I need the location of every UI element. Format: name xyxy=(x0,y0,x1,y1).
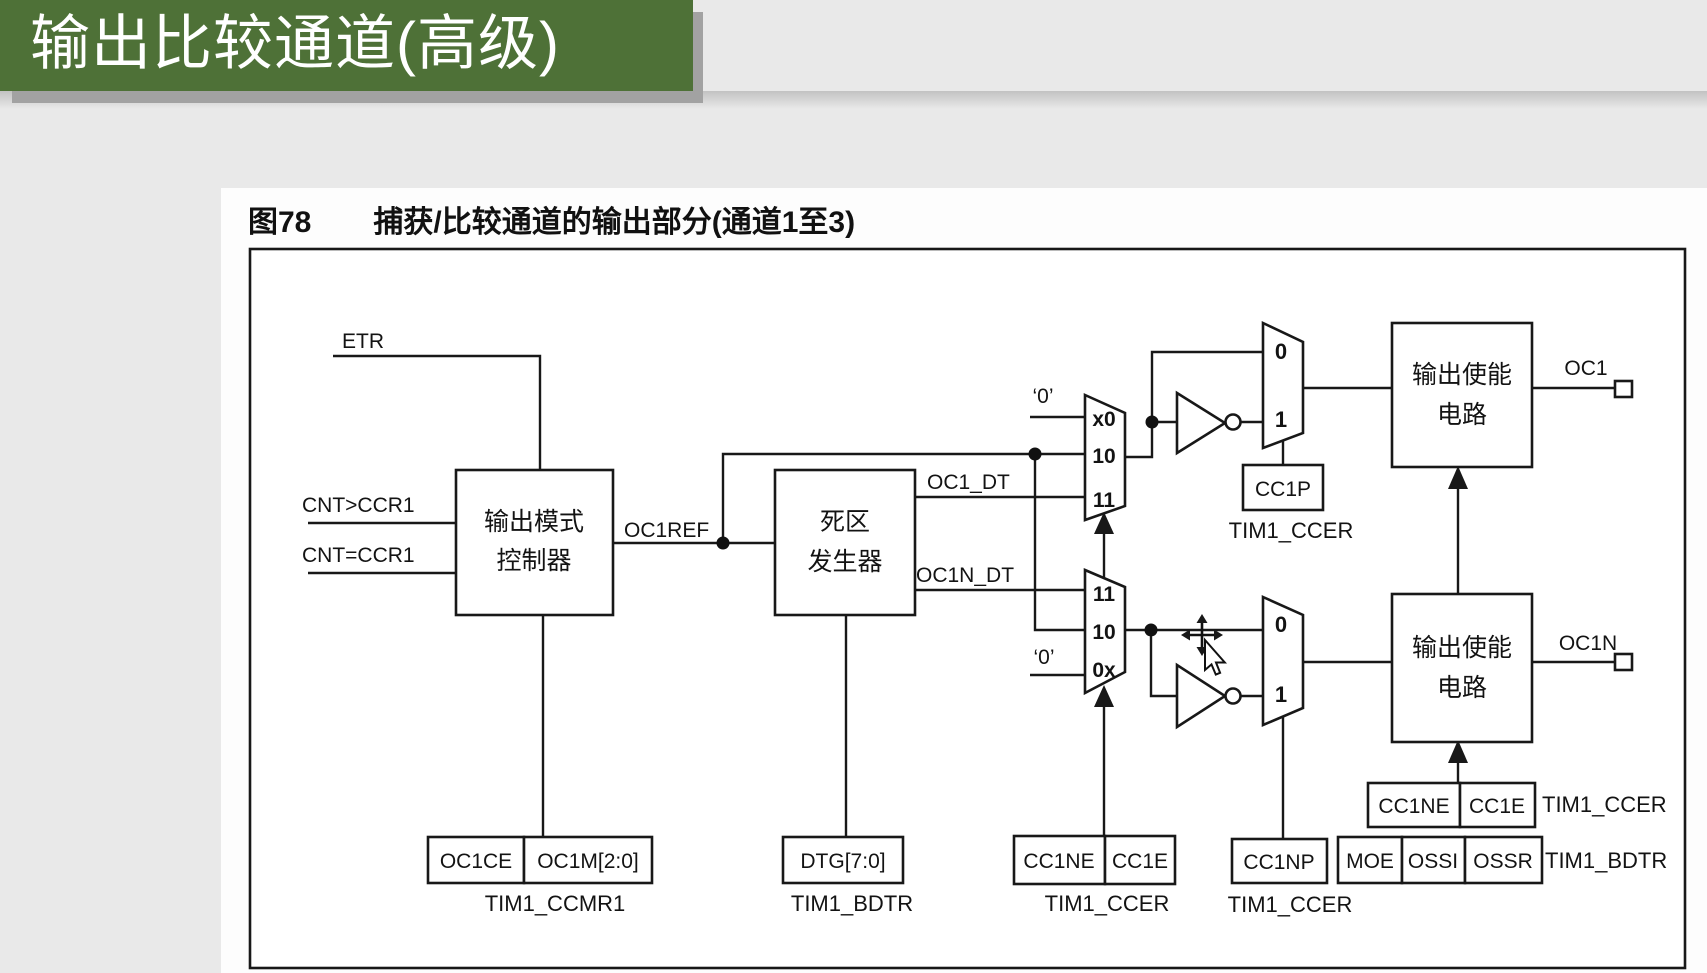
output-enable-bottom-label-1: 输出使能 xyxy=(1412,634,1512,662)
cc1p-bit-label: CC1P xyxy=(1255,478,1311,501)
wire-oc1ref-to-mux-bottom xyxy=(1033,454,1085,632)
mux-top-input-x0: x0 xyxy=(1092,408,1115,431)
figure-title: 捕获/比较通道的输出部分(通道1至3) xyxy=(373,206,856,239)
wire-mux-top-out xyxy=(1125,350,1263,459)
cc1e-right-bit-box xyxy=(1458,781,1537,829)
moe-bit-label: MOE xyxy=(1346,850,1394,873)
tim1-ccer-cc1np-label: TIM1_CCER xyxy=(1228,892,1353,917)
pointer-arrow-icon xyxy=(1204,637,1228,676)
selector-top xyxy=(1261,320,1305,450)
junction-mux-top-out xyxy=(1145,415,1159,429)
cc1e-right-bit-label: CC1E xyxy=(1469,795,1525,818)
cc1e-mid-bit-box xyxy=(1103,834,1177,886)
output-mode-controller-box xyxy=(454,468,615,617)
zero-top-label: ‘0’ xyxy=(1032,385,1053,408)
wire-etr xyxy=(333,354,542,470)
cc1e-mid-bit-label: CC1E xyxy=(1112,850,1168,873)
deadtime-generator-label-1: 死区 xyxy=(820,508,870,536)
dtg-bit-box xyxy=(781,835,905,885)
wire-to-inverter-bottom xyxy=(1149,630,1177,698)
junction-mux-bottom-out xyxy=(1144,623,1158,637)
slide-title-banner: 输出比较通道(高级) xyxy=(0,0,693,91)
oc1n-dt-label: OC1N_DT xyxy=(916,564,1014,587)
mux-top-input-10: 10 xyxy=(1092,445,1115,468)
zero-bottom-label: ‘0’ xyxy=(1033,646,1054,669)
figure-caption: 图78 捕获/比较通道的输出部分(通道1至3) xyxy=(248,197,855,241)
cc1ne-right-bit-box xyxy=(1366,781,1462,829)
selector-bottom-input-0: 0 xyxy=(1275,612,1287,637)
cc1ne-mid-bit-box xyxy=(1012,834,1107,886)
junction-oc1ref-branch xyxy=(1028,447,1042,461)
output-enable-bottom-label-2: 电路 xyxy=(1437,674,1487,702)
output-mode-controller-label-2: 控制器 xyxy=(496,547,571,575)
selector-bottom-input-1: 1 xyxy=(1275,682,1287,707)
oc1m-bit-label: OC1M[2:0] xyxy=(537,850,639,873)
ossr-bit-box xyxy=(1463,835,1544,885)
inverter-top xyxy=(1175,390,1228,456)
arrowhead-into-oe-top xyxy=(1448,466,1468,489)
cc1np-bit-box xyxy=(1230,837,1329,885)
banner-shadow-bottom xyxy=(12,91,703,103)
arrowhead-into-oe-bottom xyxy=(1448,740,1468,763)
oc1-pad xyxy=(1613,379,1634,399)
dtg-bit-label: DTG[7:0] xyxy=(800,850,885,873)
tim1-bdtr-right-label: TIM1_BDTR xyxy=(1545,848,1667,873)
cc1ne-mid-bit-label: CC1NE xyxy=(1023,850,1094,873)
tim1-bdtr-left-label: TIM1_BDTR xyxy=(791,891,913,916)
oc1-dt-label: OC1_DT xyxy=(927,471,1010,494)
oc1n-label: OC1N xyxy=(1559,632,1617,655)
cc1p-bit-box xyxy=(1241,463,1325,512)
banner-shadow-right xyxy=(693,12,703,103)
tim1-ccer-mid-label: TIM1_CCER xyxy=(1045,891,1170,916)
cc1ne-right-bit-label: CC1NE xyxy=(1378,795,1449,818)
etr-label: ETR xyxy=(342,330,384,353)
output-enable-bottom-box xyxy=(1390,592,1534,744)
cnt-eq-ccr1-label: CNT=CCR1 xyxy=(302,544,415,567)
mux-bottom xyxy=(1083,568,1127,696)
tim1-ccmr1-label: TIM1_CCMR1 xyxy=(485,891,626,916)
selector-bottom xyxy=(1261,594,1305,727)
mux-bottom-input-11: 11 xyxy=(1093,583,1116,606)
oc1n-pad xyxy=(1613,652,1634,672)
figure-number: 图78 xyxy=(248,206,312,239)
tim1-ccer-cc1p-label: TIM1_CCER xyxy=(1229,518,1354,543)
mux-bottom-input-0x: 0x xyxy=(1092,659,1116,682)
oc1ref-label: OC1REF xyxy=(624,519,709,542)
output-enable-top-label-2: 电路 xyxy=(1437,401,1487,429)
oc1ce-bit-label: OC1CE xyxy=(440,850,512,873)
mux-top xyxy=(1083,392,1127,522)
wire-oc1ref-to-mux-top xyxy=(721,452,1085,543)
cnt-gt-ccr1-label: CNT>CCR1 xyxy=(302,494,415,517)
output-enable-top-box xyxy=(1390,321,1534,469)
inverter-bottom-bubble xyxy=(1224,687,1242,705)
inverter-bottom xyxy=(1175,662,1228,730)
slide-title: 输出比较通道(高级) xyxy=(30,10,560,77)
inverter-top-bubble xyxy=(1224,413,1242,431)
output-mode-controller-label-1: 输出模式 xyxy=(484,508,584,536)
mux-top-input-11: 11 xyxy=(1093,489,1116,512)
selector-top-input-1: 1 xyxy=(1275,407,1287,432)
ossi-bit-box xyxy=(1400,835,1467,885)
oc1-label: OC1 xyxy=(1564,357,1607,380)
arrowhead-into-mux-bottom xyxy=(1094,685,1114,707)
mouse-cursor xyxy=(1181,614,1228,676)
selector-top-input-0: 0 xyxy=(1275,339,1287,364)
ossi-bit-label: OSSI xyxy=(1408,850,1458,873)
deadtime-generator-label-2: 发生器 xyxy=(807,548,882,576)
oc1m-bit-box xyxy=(522,835,654,885)
arrowhead-into-mux-top xyxy=(1094,512,1114,534)
mux-bottom-input-10: 10 xyxy=(1092,621,1115,644)
junction-oc1ref xyxy=(716,536,730,550)
cc1np-bit-label: CC1NP xyxy=(1243,851,1314,874)
output-enable-top-label-1: 输出使能 xyxy=(1412,361,1512,389)
deadtime-generator-box xyxy=(773,468,917,617)
ossr-bit-label: OSSR xyxy=(1473,850,1533,873)
tim1-ccer-right-label: TIM1_CCER xyxy=(1542,792,1667,817)
